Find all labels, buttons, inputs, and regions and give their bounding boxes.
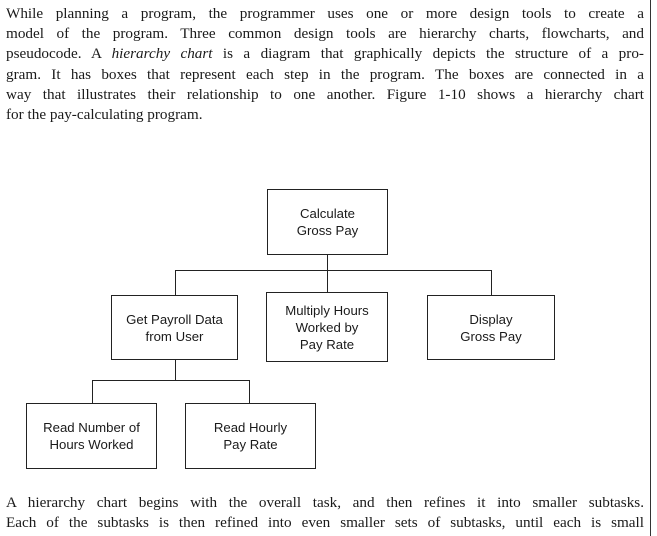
intro-line-3-before: pseudocode. A <box>6 45 112 63</box>
intro-line-2: model of the program. Three common desig… <box>6 25 644 43</box>
intro-line-4: gram. It has boxes that represent each s… <box>6 65 644 83</box>
connector-to-multiply <box>327 270 329 292</box>
intro-line-1: While planning a program, the programmer… <box>6 5 644 22</box>
calculate-gross-pay-box: Calculate Gross Pay <box>267 189 388 255</box>
closing-line-2: Each of the subtasks is then refined int… <box>6 514 644 532</box>
hierarchy-chart-term: hierarchy chart <box>111 45 213 63</box>
closing-paragraph: A hierarchy chart begins with the overal… <box>6 493 644 533</box>
intro-line-3-after: is a diagram that graphically depicts th… <box>212 45 644 63</box>
display-gross-pay-box: Display Gross Pay <box>427 295 555 360</box>
connector-payroll-down <box>175 360 177 381</box>
intro-line-3: pseudocode. A hierarchy chart is a diagr… <box>6 44 644 64</box>
multiply-hours-box: Multiply Hours Worked by Pay Rate <box>266 292 388 362</box>
intro-line-6: for the pay-calculating program. <box>6 106 203 124</box>
read-hours-worked-box: Read Number of Hours Worked <box>26 403 157 469</box>
connector-root-down <box>327 255 329 271</box>
connector-level1-bus <box>175 270 492 272</box>
read-hourly-pay-rate-box: Read Hourly Pay Rate <box>185 403 316 469</box>
page-margin-rule <box>650 0 651 536</box>
connector-level2-bus <box>92 380 250 382</box>
connector-to-read-rate <box>249 380 251 403</box>
intro-line-5: way that illustrates their relationship … <box>6 85 644 103</box>
connector-to-display <box>491 270 493 295</box>
connector-to-read-hours <box>92 380 94 403</box>
get-payroll-data-box: Get Payroll Data from User <box>111 295 238 360</box>
connector-to-get-payroll <box>175 270 177 295</box>
intro-paragraph: While planning a program, the programmer… <box>6 4 644 125</box>
closing-line-1: A hierarchy chart begins with the overal… <box>6 494 644 511</box>
